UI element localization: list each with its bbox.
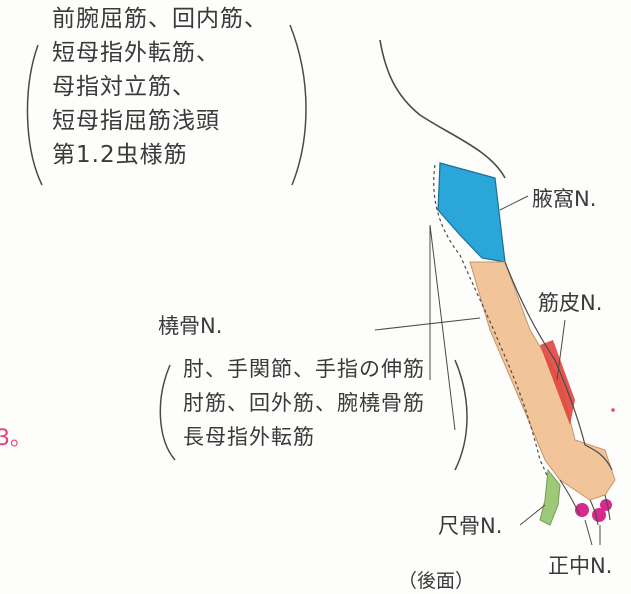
- note-line: 母指対立筋、: [52, 74, 196, 100]
- left-bracket-top: [26, 44, 43, 186]
- hand-outline: [559, 479, 611, 526]
- right-bracket-radial: [454, 359, 468, 471]
- edge-mark: 3。: [0, 426, 32, 451]
- arm-inner-edge: [504, 261, 613, 471]
- biceps-highlight: [540, 340, 575, 425]
- axillary-pointer: [499, 195, 529, 211]
- ulnar-nerve-label: 尺骨N.: [438, 514, 503, 538]
- note-line: 短母指屈筋浅頭: [52, 108, 220, 134]
- note-line: 肘筋、回外筋、腕橈骨筋: [183, 391, 425, 415]
- ulnar-fingers: [539, 468, 561, 526]
- musculocutaneous-pointer: [556, 319, 566, 381]
- shoulder-outline: [379, 39, 506, 179]
- note-line: 前腕屈筋、回内筋、: [52, 6, 268, 32]
- note-line: 肘、手関節、手指の伸筋: [183, 357, 425, 381]
- note-line: 短母指外転筋、: [52, 40, 220, 66]
- arm-outer-edge: [433, 164, 551, 486]
- axillary-region: [437, 162, 506, 263]
- median-muscle-list: 前腕屈筋、回内筋、 短母指外転筋、 母指対立筋、 短母指屈筋浅頭 第1.2虫様筋: [52, 2, 268, 172]
- median-fingertips: [575, 499, 612, 522]
- median-nerve-label: 正中N.: [548, 554, 613, 578]
- radial-pointer: [374, 317, 481, 331]
- ulnar-pointer: [519, 504, 546, 526]
- radial-muscle-list: 肘、手関節、手指の伸筋 肘筋、回外筋、腕橈骨筋 長母指外転筋: [183, 352, 425, 454]
- note-line: 第1.2虫様筋: [52, 142, 188, 168]
- radial-line-b: [429, 224, 456, 431]
- musculocutaneous-nerve-label: 筋皮N.: [538, 291, 603, 315]
- left-bracket-radial: [159, 364, 176, 461]
- median-pointer-1: [584, 519, 593, 546]
- radial-nerve-title: 橈骨N.: [158, 314, 223, 338]
- view-caption: （後面）: [398, 570, 475, 592]
- right-bracket-top: [289, 24, 307, 186]
- stray-dot: [611, 408, 615, 412]
- axillary-nerve-label: 腋窩N.: [532, 187, 597, 211]
- note-line: 長母指外転筋: [183, 425, 315, 449]
- arm-region: [469, 261, 616, 501]
